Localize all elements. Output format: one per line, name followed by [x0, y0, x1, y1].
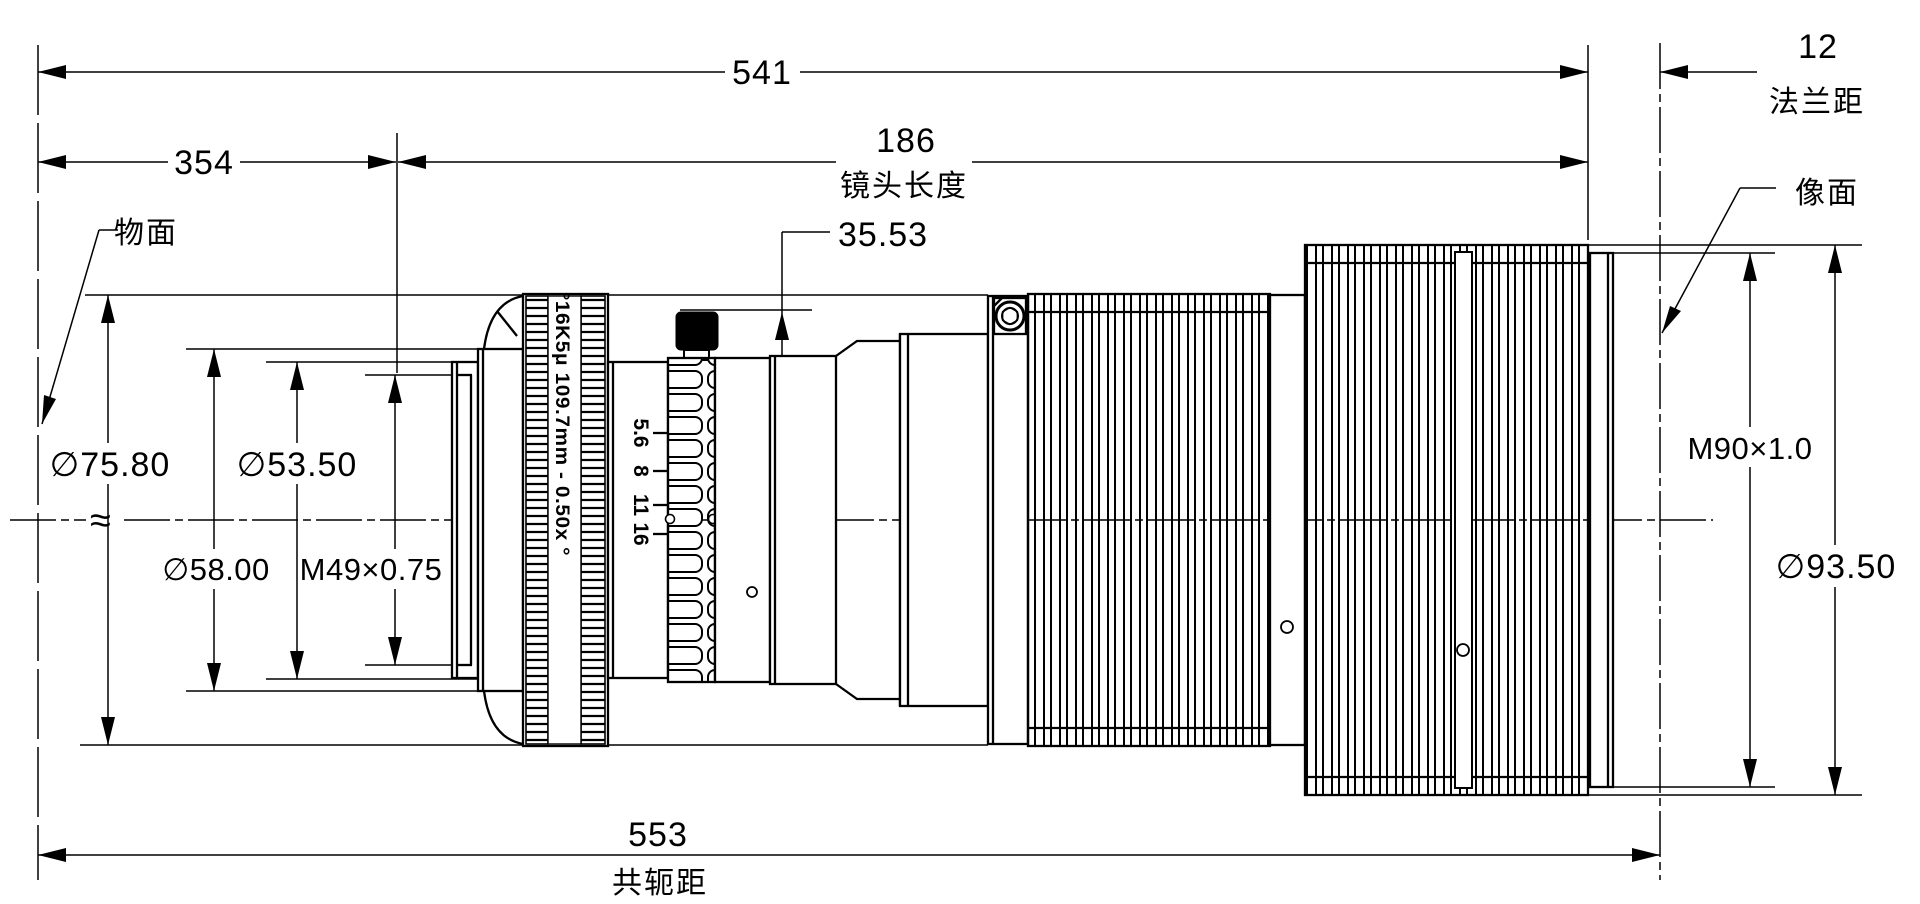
rear-mount-block: [986, 294, 1030, 746]
heatsink-bank1: [1026, 292, 1272, 748]
lens-marking-text: °16K5μ 109.7mm - 0.50x °: [551, 292, 572, 556]
dim-553-text: 553: [628, 816, 688, 854]
dim-d9350: ∅93.50: [1776, 245, 1897, 795]
dim-354: 354: [38, 144, 396, 182]
image-plane-label: 像面: [1795, 177, 1859, 210]
object-plane-callout: 物面: [41, 217, 178, 425]
object-plane-label: 物面: [114, 217, 178, 250]
front-barrel: [476, 294, 525, 746]
fstop-11: 11: [629, 494, 652, 517]
heatsink-band1: [1268, 293, 1307, 747]
hex-socket-glyph: [1001, 306, 1019, 326]
axis-break-symbol: ≈: [90, 500, 111, 542]
dim-553: 553 共轭距: [38, 816, 1660, 900]
focus-ring-knurl-rear: [580, 295, 606, 745]
lock-thumbscrew-knob: [675, 311, 719, 351]
aperture-ring: [664, 311, 719, 684]
focus-ring-knurl-front: [525, 295, 549, 745]
heatsink-bank2: [1303, 243, 1590, 797]
dim-d7580-text: ∅75.80: [50, 446, 171, 484]
dim-354-text: 354: [174, 144, 234, 182]
band-screw-hole-1: [1280, 620, 1294, 634]
dim-m49: M49×0.75: [300, 375, 443, 665]
dim-m90-text: M90×1.0: [1687, 431, 1812, 466]
dim-12-text: 12: [1798, 28, 1838, 66]
dim-553-label: 共轭距: [612, 867, 708, 900]
focus-ring-label-band: [547, 295, 582, 745]
dim-d5350: ∅53.50: [237, 362, 358, 679]
dim-541-text: 541: [732, 54, 792, 92]
lens-body: °16K5μ 109.7mm - 0.50x ° 5.6 8 11 16: [450, 243, 1615, 797]
dim-12: 12 法兰距: [1660, 28, 1865, 119]
mount-collar-m90: [1588, 251, 1615, 789]
aperture-ring-screw-front: [664, 513, 676, 525]
image-plane-callout: 像面: [1661, 177, 1859, 334]
front-filter-ring: [450, 360, 480, 680]
dim-d7580: ∅75.80: [50, 295, 171, 745]
dim-186-text: 186: [876, 122, 936, 160]
dim-3553-text: 35.53: [838, 216, 928, 254]
dim-541: 541: [38, 54, 1588, 92]
focus-ring: °16K5μ 109.7mm - 0.50x °: [521, 292, 610, 748]
dim-d9350-text: ∅93.50: [1776, 548, 1897, 586]
dim-d5350-text: ∅53.50: [237, 446, 358, 484]
dim-m49-text: M49×0.75: [300, 552, 443, 587]
fstop-5p6: 5.6: [629, 418, 652, 447]
relay-tube: [713, 332, 990, 708]
fstop-8: 8: [629, 465, 652, 477]
dim-d5800-text: ∅58.00: [162, 552, 270, 587]
fstop-16: 16: [629, 522, 652, 545]
dim-m90: M90×1.0: [1687, 253, 1812, 787]
dim-d5800: ∅58.00: [162, 349, 270, 691]
tube-screw-hole: [746, 586, 758, 598]
aperture-index-barrel: 5.6 8 11 16: [606, 360, 670, 680]
dim-12-label: 法兰距: [1769, 86, 1865, 119]
dim-186: 186 镜头长度: [398, 122, 1588, 203]
band-screw-hole-2: [1456, 643, 1470, 657]
heatsink-band2: [1454, 251, 1473, 789]
dim-186-label: 镜头长度: [840, 170, 968, 203]
